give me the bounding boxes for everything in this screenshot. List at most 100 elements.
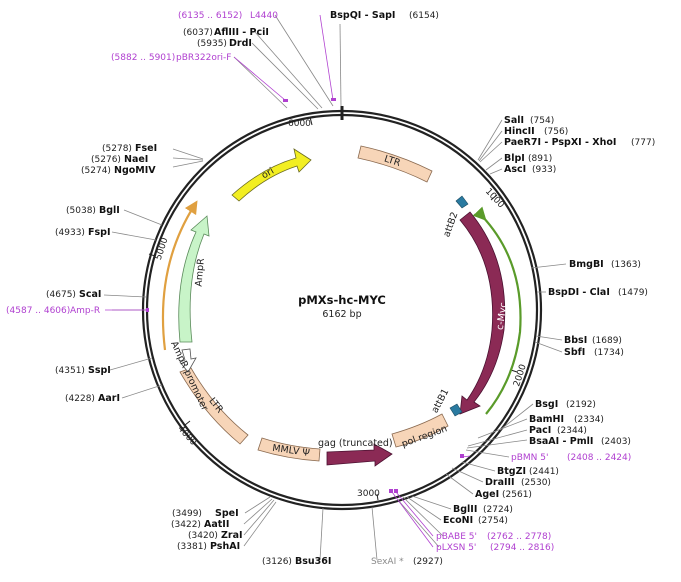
label-drdi-pos: (5935) xyxy=(197,39,227,49)
label-drdi[interactable]: DrdI xyxy=(229,38,252,49)
site-labels: (6135 .. 6152) L4440 BspQI - SapI (6154)… xyxy=(6,10,655,567)
label-pbabe5[interactable]: pBABE 5' xyxy=(436,532,477,542)
label-aflIII-pos: (6037) xyxy=(183,28,213,38)
primer-leader-lines xyxy=(105,14,471,548)
label-spei[interactable]: SpeI xyxy=(215,508,239,519)
label-paer7i[interactable]: PaeR7I - PspXI - XhoI xyxy=(504,137,616,148)
label-bbsi[interactable]: BbsI xyxy=(564,335,587,346)
label-fspi[interactable]: FspI xyxy=(88,227,110,238)
feature-label-gag: gag (truncated) xyxy=(318,438,393,449)
label-scai[interactable]: ScaI xyxy=(79,289,101,300)
label-paci-pos: (2344) xyxy=(557,426,587,436)
tick-label-3000: 3000 xyxy=(357,489,380,499)
label-agei[interactable]: AgeI xyxy=(475,489,499,500)
feature-label-ampr: AmpR xyxy=(193,257,206,287)
label-sspi-pos: (4351) xyxy=(55,366,85,376)
label-naei[interactable]: NaeI xyxy=(124,154,148,165)
label-aatii[interactable]: AatII xyxy=(204,519,229,530)
tick-label-6000: 6000 xyxy=(288,119,311,129)
label-naei-pos: (5276) xyxy=(91,155,121,165)
tick-6000: 6000 xyxy=(288,116,313,129)
label-paci[interactable]: PacI xyxy=(529,425,551,436)
label-hincii[interactable]: HincII xyxy=(504,126,535,137)
feature-ampr-promoter[interactable]: AmpR promoter xyxy=(168,340,210,413)
feature-ltr-top[interactable]: LTR xyxy=(357,145,433,183)
primer-marker-pbmn5 xyxy=(460,454,464,458)
label-l4440-pos[interactable]: (6135 .. 6152) xyxy=(178,11,242,21)
label-bglii[interactable]: BglII xyxy=(453,504,477,515)
feature-pol-region[interactable]: pol region xyxy=(391,413,449,450)
label-econi[interactable]: EcoNI xyxy=(443,515,473,526)
feature-label-c-myc: c-Myc xyxy=(495,302,510,331)
label-blpi[interactable]: BlpI xyxy=(504,153,525,164)
label-blpi-pos: (891) xyxy=(528,154,552,164)
feature-mmlv-psi[interactable]: MMLV Ψ xyxy=(257,437,321,462)
feature-attb1[interactable]: attB1 xyxy=(430,387,463,417)
label-bmgbi[interactable]: BmgBI xyxy=(569,259,604,270)
label-bamhi-pos: (2334) xyxy=(574,415,604,425)
label-amp-r-pos[interactable]: (4587 .. 4606) xyxy=(6,306,70,316)
primer-marker-plxsn5 xyxy=(389,489,393,493)
label-pbr322ori-pos[interactable]: (5882 .. 5901) xyxy=(111,53,175,63)
feature-c-myc[interactable]: c-Myc xyxy=(459,211,510,415)
label-plxsn5[interactable]: pLXSN 5' xyxy=(436,543,476,553)
label-asci[interactable]: AscI xyxy=(504,164,526,175)
plasmid-length: 6162 bp xyxy=(322,309,361,320)
label-draiii-pos: (2530) xyxy=(521,478,551,488)
label-pbabe5-pos[interactable]: (2762 .. 2778) xyxy=(487,532,551,542)
feature-c-myc-orf-arc[interactable] xyxy=(472,206,522,415)
label-pshai[interactable]: PshAI xyxy=(210,541,240,552)
label-btgzi[interactable]: BtgZI xyxy=(497,466,526,477)
label-sali[interactable]: SalI xyxy=(504,115,524,126)
label-agei-pos: (2561) xyxy=(502,490,532,500)
label-bspqi-sapi[interactable]: BspQI - SapI xyxy=(330,10,395,21)
label-draiii[interactable]: DraIII xyxy=(485,477,515,488)
label-bspdi-clai[interactable]: BspDI - ClaI xyxy=(548,287,610,298)
label-bbsi-pos: (1689) xyxy=(592,336,622,346)
label-bsgi-pos: (2192) xyxy=(566,400,596,410)
label-asci-pos: (933) xyxy=(532,165,556,175)
label-pbmn5[interactable]: pBMN 5' xyxy=(511,453,548,463)
label-bgli[interactable]: BglI xyxy=(99,205,120,216)
feature-ampr[interactable]: AmpR xyxy=(178,215,210,343)
label-pbmn5-pos[interactable]: (2408 .. 2424) xyxy=(567,453,631,463)
label-bsu36i[interactable]: Bsu36I xyxy=(295,556,331,567)
label-bgli-pos: (5038) xyxy=(66,206,96,216)
label-bsgi[interactable]: BsgI xyxy=(535,399,558,410)
label-bmgbi-pos: (1363) xyxy=(611,260,641,270)
feature-amp-r-arc[interactable] xyxy=(161,200,198,351)
label-aflIII-pcii[interactable]: AflIII - PciI xyxy=(214,27,269,38)
label-sbfi[interactable]: SbfI xyxy=(564,347,585,358)
label-paer7i-pos: (777) xyxy=(631,138,655,148)
label-l4440[interactable]: L4440 xyxy=(250,11,278,21)
feature-label-mmlv-psi: MMLV Ψ xyxy=(272,443,311,459)
feature-ori[interactable]: ori xyxy=(231,148,312,202)
label-fsei[interactable]: FseI xyxy=(135,143,157,154)
primer-markers xyxy=(146,98,464,493)
label-bsaai-pmli[interactable]: BsaAI - PmlI xyxy=(529,436,593,447)
label-sspi[interactable]: SspI xyxy=(88,365,111,376)
tick-label-1000: 1000 xyxy=(483,187,506,211)
label-bamhi[interactable]: BamHI xyxy=(529,414,564,425)
label-sexai[interactable]: SexAI * xyxy=(371,557,404,567)
feature-label-ltr-top: LTR xyxy=(383,154,402,170)
label-bglii-pos: (2724) xyxy=(483,505,513,515)
label-econi-pos: (2754) xyxy=(478,516,508,526)
label-aari[interactable]: AarI xyxy=(98,393,120,404)
label-zrai[interactable]: ZraI xyxy=(221,530,243,541)
label-btgzi-pos: (2441) xyxy=(529,467,559,477)
label-amp-r[interactable]: Amp-R xyxy=(70,306,100,316)
primer-marker-l4440 xyxy=(331,98,336,101)
primer-marker-pbabe5 xyxy=(394,489,398,493)
tick-1000: 1000 xyxy=(483,187,506,211)
label-pbr322ori[interactable]: pBR322ori-F xyxy=(176,53,231,63)
label-plxsn5-pos[interactable]: (2794 .. 2816) xyxy=(490,543,554,553)
label-zrai-pos: (3420) xyxy=(188,531,218,541)
label-ngomiv[interactable]: NgoMIV xyxy=(114,165,156,176)
label-spei-pos: (3499) xyxy=(172,509,202,519)
feature-gag-truncated[interactable]: gag (truncated) xyxy=(318,438,393,467)
feature-label-attb2: attB2 xyxy=(441,211,460,239)
label-hincii-pos: (756) xyxy=(544,127,568,137)
